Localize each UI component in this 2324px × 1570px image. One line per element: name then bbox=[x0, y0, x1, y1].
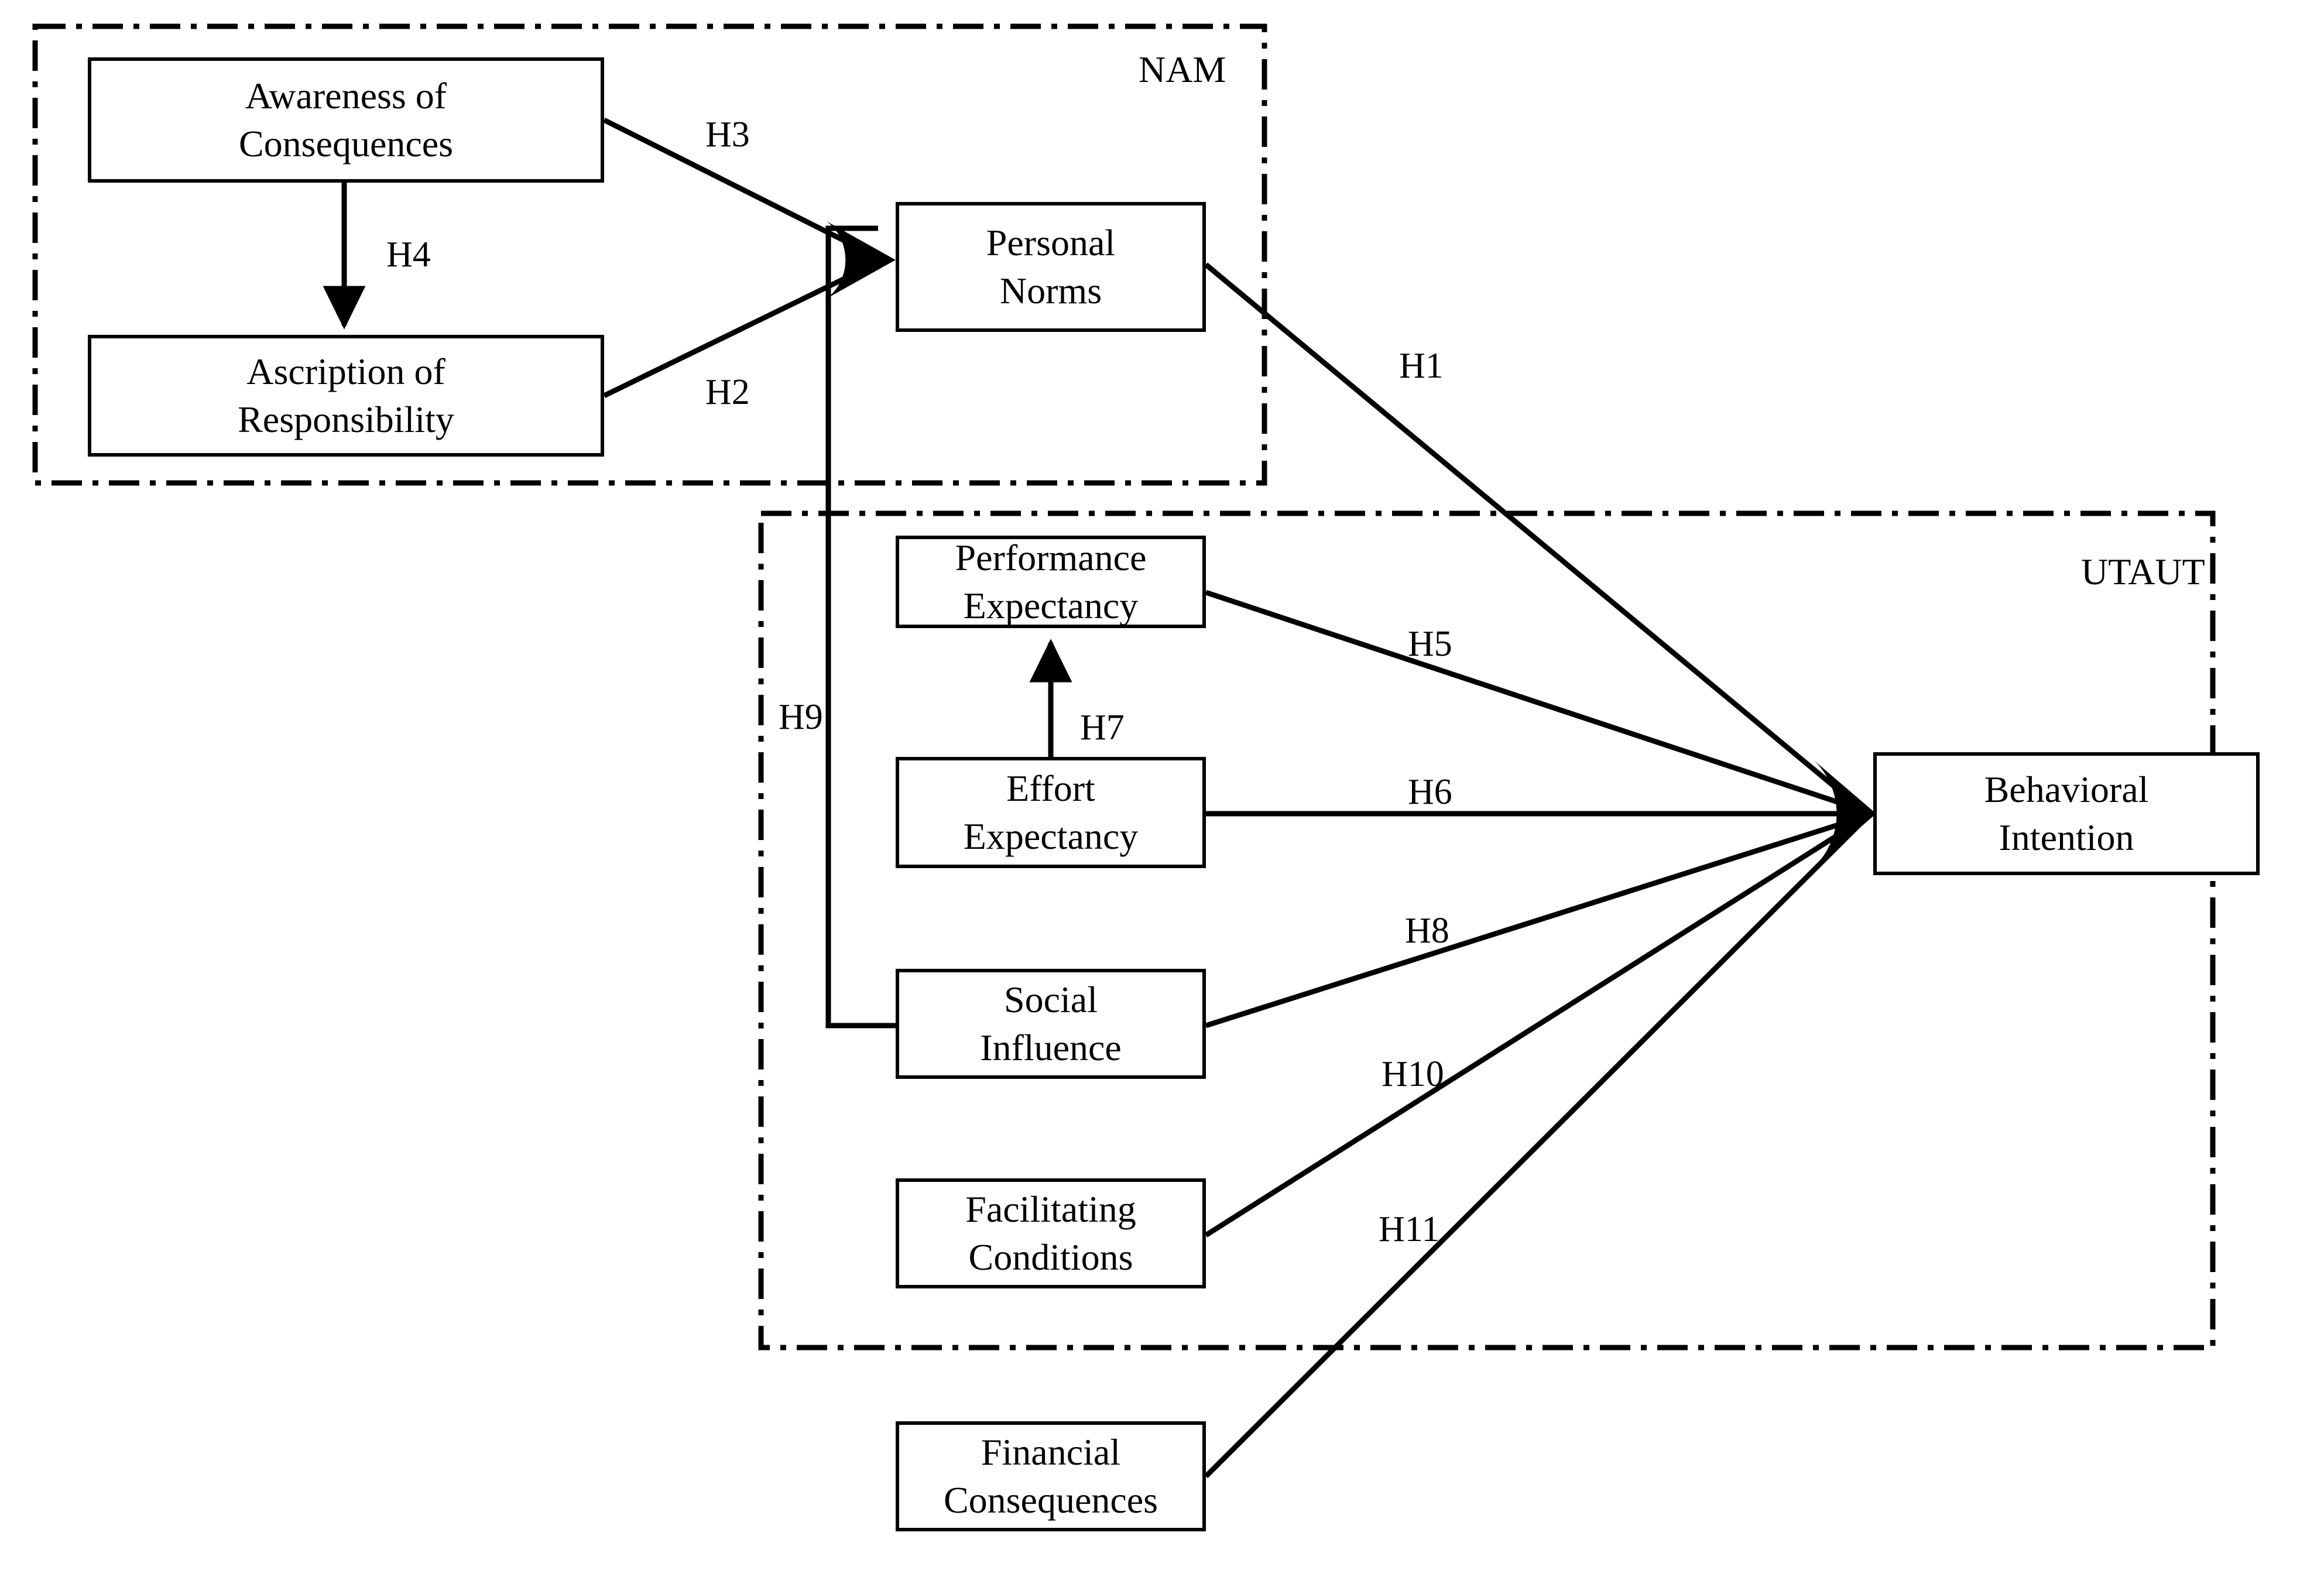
edge-label-h7: H7 bbox=[1080, 708, 1125, 748]
group-label-nam: NAM bbox=[1139, 49, 1226, 90]
edge-label-h6: H6 bbox=[1408, 772, 1452, 812]
edge-label-h8: H8 bbox=[1405, 911, 1449, 951]
edge-h1-line bbox=[1204, 262, 1860, 809]
node-label: Awareness of Consequences bbox=[238, 75, 454, 164]
edge-label-h10: H10 bbox=[1382, 1054, 1444, 1094]
edge-label-h3: H3 bbox=[705, 115, 750, 155]
group-frame-nam bbox=[32, 23, 1267, 486]
node-effort-expectancy[interactable]: Effort Expectancy bbox=[896, 757, 1206, 868]
node-awareness-of-consequences[interactable]: Awareness of Consequences bbox=[88, 57, 604, 183]
edge-h8-line bbox=[1205, 815, 1860, 1029]
node-personal-norms[interactable]: Personal Norms bbox=[896, 202, 1206, 332]
node-label: Financial Consequences bbox=[943, 1431, 1158, 1521]
edge-h10-line bbox=[1204, 820, 1860, 1238]
edge-label-h4: H4 bbox=[386, 235, 431, 275]
node-performance-expectancy[interactable]: Performance Expectancy bbox=[896, 536, 1206, 628]
edge-label-h5: H5 bbox=[1408, 624, 1452, 664]
node-label: Facilitating Conditions bbox=[965, 1188, 1136, 1278]
node-label: Performance Expectancy bbox=[955, 537, 1147, 626]
group-frame-utaut bbox=[758, 510, 2216, 1350]
node-label: Personal Norms bbox=[986, 222, 1116, 311]
node-label: Social Influence bbox=[980, 979, 1122, 1068]
node-facilitating-conditions[interactable]: Facilitating Conditions bbox=[896, 1178, 1206, 1288]
edge-h5-line bbox=[1205, 589, 1860, 812]
node-label: Ascription of Responsibility bbox=[238, 351, 454, 440]
edge-label-h11: H11 bbox=[1379, 1209, 1440, 1249]
group-label-utaut: UTAUT bbox=[2081, 551, 2205, 592]
edge-label-h9: H9 bbox=[779, 697, 823, 737]
node-behavioral-intention[interactable]: Behavioral Intention bbox=[1873, 752, 2260, 875]
edge-label-h1: H1 bbox=[1399, 346, 1444, 386]
node-ascription-of-responsibility[interactable]: Ascription of Responsibility bbox=[88, 335, 604, 457]
node-label: Behavioral Intention bbox=[1984, 769, 2149, 858]
edge-h3-line bbox=[602, 117, 880, 260]
node-financial-consequences[interactable]: Financial Consequences bbox=[896, 1421, 1206, 1531]
arrowhead-behavioral-intention bbox=[1815, 761, 1876, 866]
node-social-influence[interactable]: Social Influence bbox=[896, 969, 1206, 1079]
edge-h9-path bbox=[825, 225, 896, 1029]
edge-label-h2: H2 bbox=[705, 372, 750, 412]
node-label: Effort Expectancy bbox=[963, 767, 1139, 857]
edge-h11-line bbox=[1204, 823, 1861, 1479]
arrowhead-personal-norms bbox=[827, 221, 896, 299]
edge-h2-line bbox=[603, 259, 879, 399]
